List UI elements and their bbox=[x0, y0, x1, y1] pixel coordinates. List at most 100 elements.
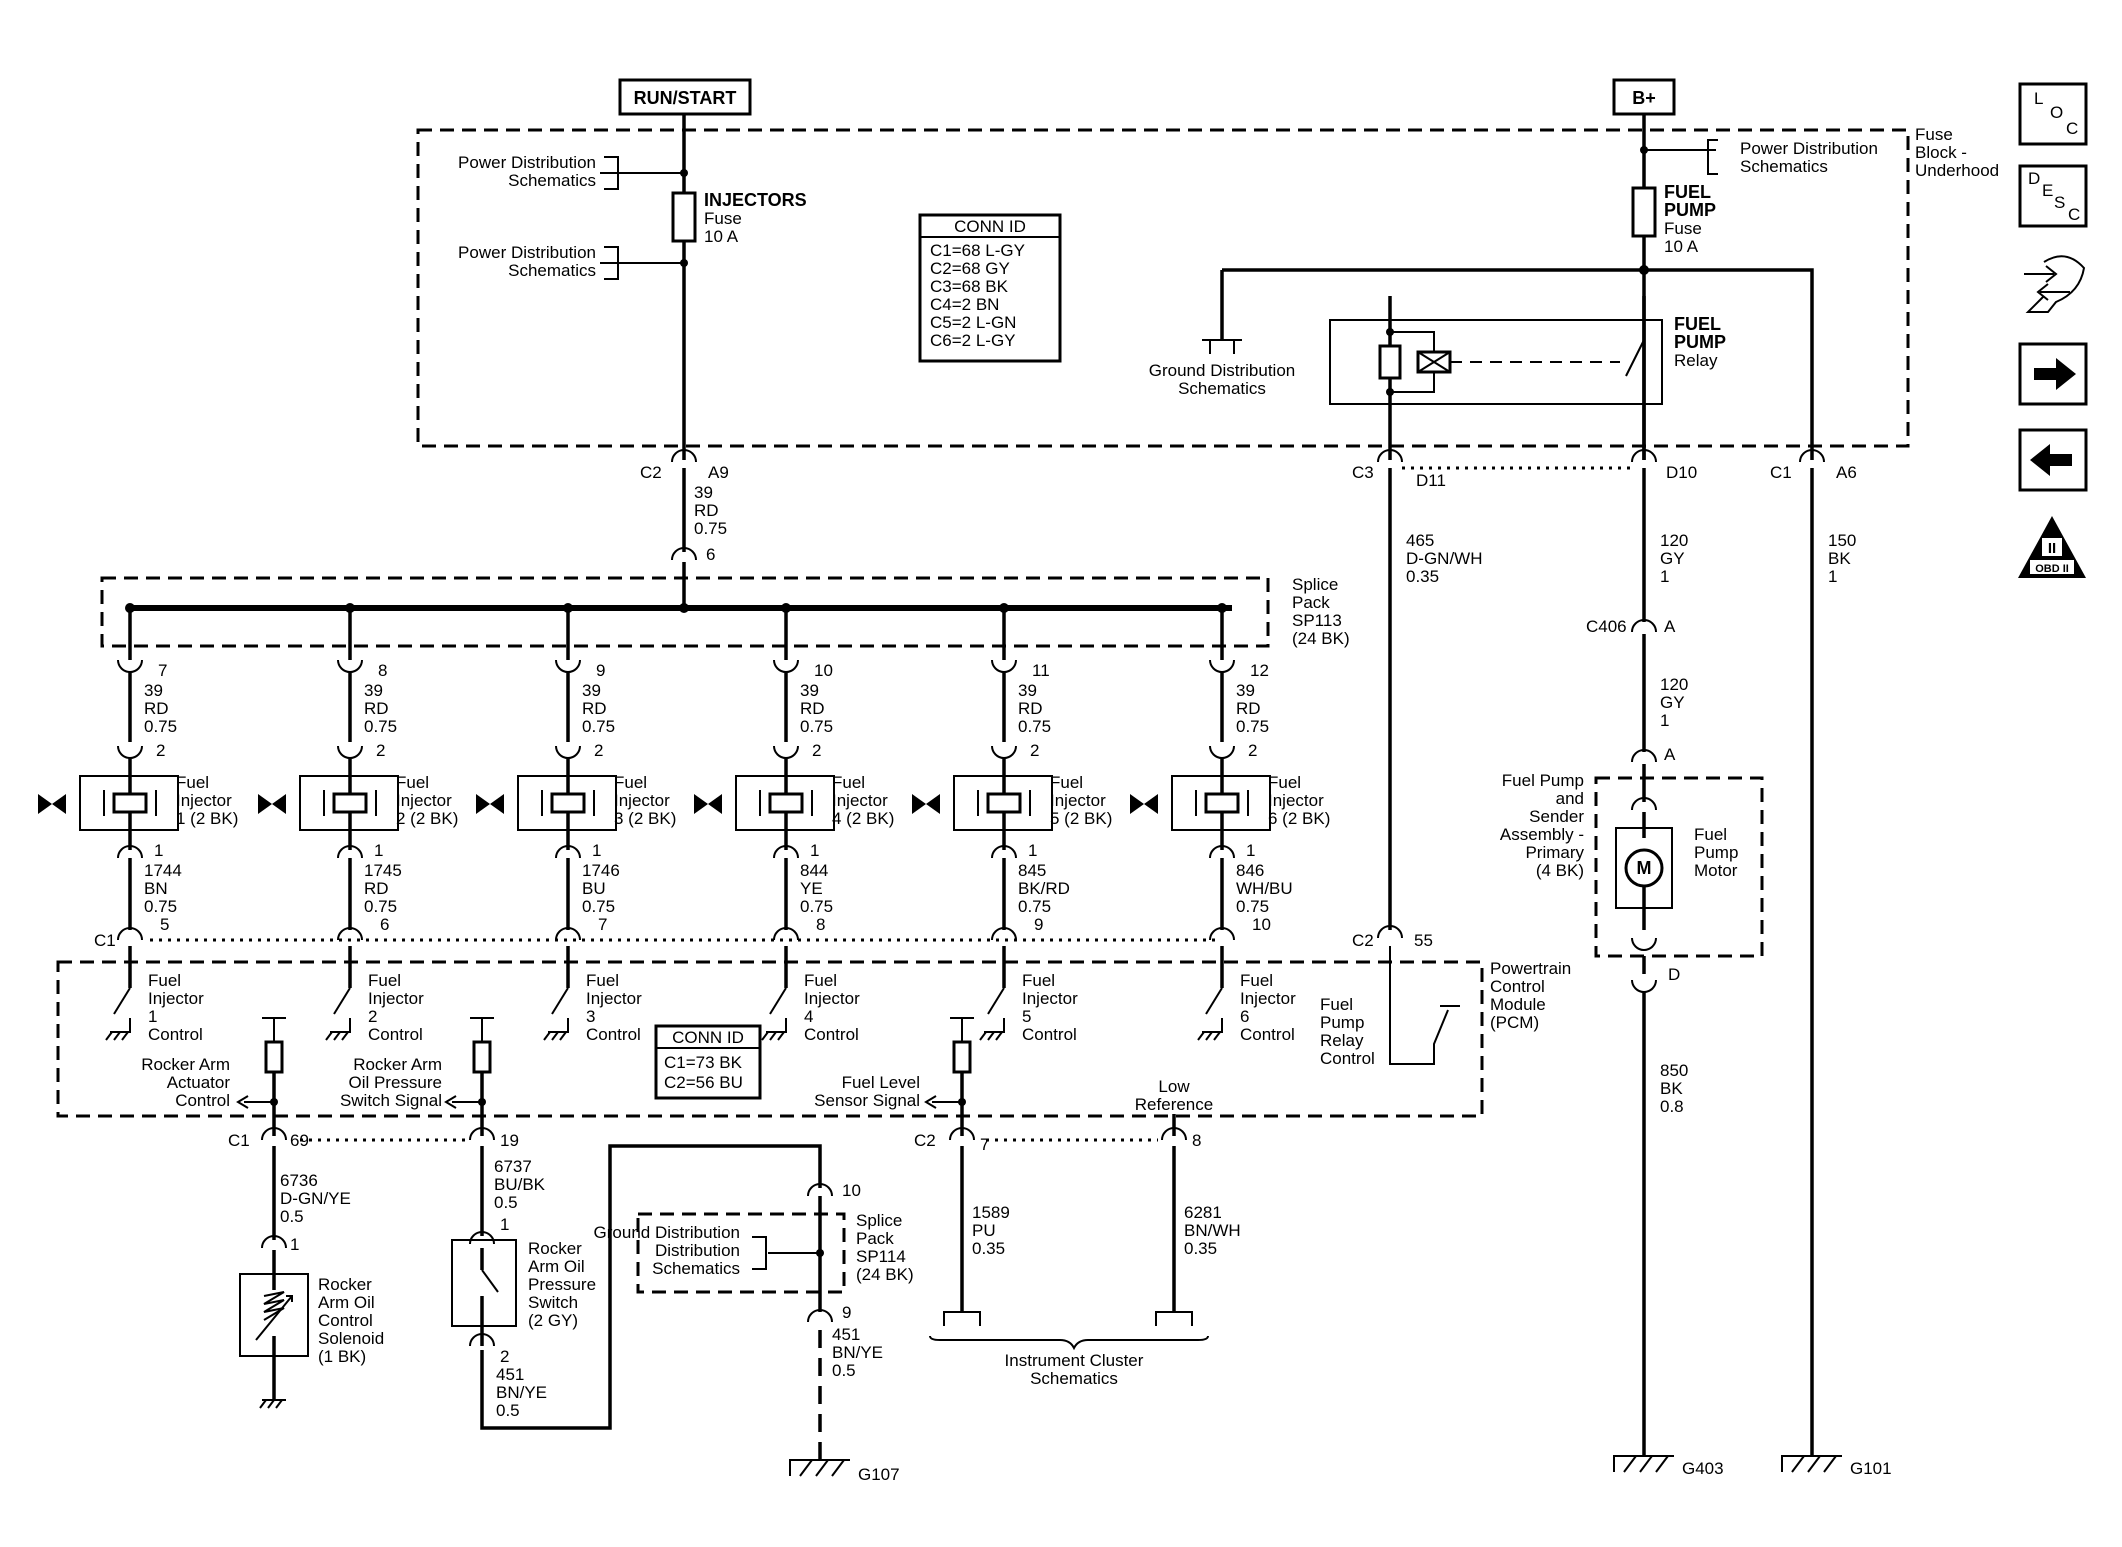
svg-text:BK: BK bbox=[1660, 1079, 1683, 1098]
svg-text:Rocker: Rocker bbox=[318, 1275, 372, 1294]
c406-label: C406 bbox=[1586, 617, 1627, 636]
svg-text:E: E bbox=[2042, 181, 2053, 200]
fuel-pump-fuse-label: FUEL PUMP Fuse 10 A bbox=[1664, 182, 1716, 256]
power-dist-ref-2[interactable]: Power Distribution Schematics bbox=[458, 243, 596, 280]
svg-text:BN: BN bbox=[144, 879, 168, 898]
svg-text:0.75: 0.75 bbox=[1236, 897, 1269, 916]
fuel-level-circuit bbox=[924, 1017, 974, 1136]
obd-ii-icon[interactable]: II OBD II bbox=[2018, 516, 2086, 578]
svg-text:PUMP: PUMP bbox=[1674, 332, 1726, 352]
fuel-injector-2 bbox=[258, 758, 399, 850]
svg-text:5: 5 bbox=[1022, 1007, 1031, 1026]
svg-text:8: 8 bbox=[816, 915, 825, 934]
svg-text:CONN ID: CONN ID bbox=[672, 1028, 744, 1047]
fuel-injector-5 bbox=[912, 758, 1053, 850]
wire-6737-label: 6737 BU/BK 0.5 bbox=[494, 1157, 546, 1212]
svg-text:0.75: 0.75 bbox=[364, 717, 397, 736]
previous-page-icon[interactable] bbox=[2018, 428, 2088, 492]
source-run-start: RUN/START bbox=[618, 78, 752, 116]
ground-dist-ref-2[interactable]: Ground Distribution Ground Distribution … bbox=[594, 1223, 740, 1278]
wire-150-label: 150 BK 1 bbox=[1828, 531, 1856, 586]
loc-icon[interactable]: L O C bbox=[2018, 82, 2088, 146]
svg-text:Sender: Sender bbox=[1529, 807, 1584, 826]
svg-text:0.35: 0.35 bbox=[972, 1239, 1005, 1258]
svg-text:Powertrain: Powertrain bbox=[1490, 959, 1571, 978]
motor-m-glyph: M bbox=[1637, 858, 1652, 878]
svg-text:150: 150 bbox=[1828, 531, 1856, 550]
svg-text:Fuel: Fuel bbox=[804, 971, 837, 990]
fuse-block-label: Fuse Block - Underhood bbox=[1915, 125, 1999, 180]
svg-text:7: 7 bbox=[980, 1135, 989, 1154]
svg-text:C2=68 GY: C2=68 GY bbox=[930, 259, 1010, 278]
svg-text:RD: RD bbox=[364, 699, 389, 718]
svg-text:Instrument Cluster: Instrument Cluster bbox=[1005, 1351, 1144, 1370]
svg-text:Rocker: Rocker bbox=[528, 1239, 582, 1258]
svg-text:RD: RD bbox=[1018, 699, 1043, 718]
wire-6736-label: 6736 D-GN/YE 0.5 bbox=[280, 1171, 351, 1226]
svg-text:C1=73 BK: C1=73 BK bbox=[664, 1053, 743, 1072]
desc-icon[interactable]: D E S C bbox=[2018, 164, 2088, 228]
svg-text:120: 120 bbox=[1660, 531, 1688, 550]
svg-text:0.75: 0.75 bbox=[800, 897, 833, 916]
svg-text:C1: C1 bbox=[1770, 463, 1792, 482]
power-dist-ref-1[interactable]: Power Distribution Schematics bbox=[458, 153, 596, 190]
svg-text:YE: YE bbox=[800, 879, 823, 898]
svg-text:451: 451 bbox=[832, 1325, 860, 1344]
svg-text:Motor: Motor bbox=[1694, 861, 1738, 880]
svg-text:Injector: Injector bbox=[586, 989, 642, 1008]
conn-id-table-pcm: CONN ID C1=73 BK C2=56 BU bbox=[654, 1024, 762, 1100]
svg-text:19: 19 bbox=[500, 1131, 519, 1150]
svg-text:INJECTORS: INJECTORS bbox=[704, 190, 807, 210]
svg-text:II: II bbox=[2048, 540, 2056, 557]
svg-text:4: 4 bbox=[804, 1007, 813, 1026]
svg-text:CONN ID: CONN ID bbox=[954, 217, 1026, 236]
instrument-cluster-ref[interactable]: Instrument Cluster Schematics bbox=[1005, 1351, 1144, 1388]
svg-text:Control: Control bbox=[1490, 977, 1545, 996]
fuel-pump-relay bbox=[1329, 296, 1663, 460]
svg-text:Fuel: Fuel bbox=[1240, 971, 1273, 990]
svg-text:C1=68 L-GY: C1=68 L-GY bbox=[930, 241, 1025, 260]
svg-text:Fuel: Fuel bbox=[614, 773, 647, 792]
svg-text:Control: Control bbox=[1240, 1025, 1295, 1044]
svg-text:Fuel: Fuel bbox=[148, 971, 181, 990]
wire-39-feed-label: 39 RD 0.75 bbox=[694, 483, 727, 538]
svg-text:2: 2 bbox=[812, 741, 821, 760]
svg-text:5: 5 bbox=[160, 915, 169, 934]
svg-text:39: 39 bbox=[582, 681, 601, 700]
svg-text:1: 1 bbox=[1660, 711, 1669, 730]
svg-text:Injector: Injector bbox=[1022, 989, 1078, 1008]
svg-text:2: 2 bbox=[594, 741, 603, 760]
svg-text:Arm Oil: Arm Oil bbox=[318, 1293, 375, 1312]
svg-text:Power Distribution: Power Distribution bbox=[458, 243, 596, 262]
svg-text:1: 1 bbox=[1660, 567, 1669, 586]
svg-text:Fuse: Fuse bbox=[1915, 125, 1953, 144]
splice-sp113-label: Splice Pack SP113 (24 BK) bbox=[1292, 575, 1350, 648]
svg-text:0.5: 0.5 bbox=[494, 1193, 518, 1212]
svg-text:0.75: 0.75 bbox=[1236, 717, 1269, 736]
svg-text:PUMP: PUMP bbox=[1664, 200, 1716, 220]
svg-text:2 (2 BK): 2 (2 BK) bbox=[396, 809, 458, 828]
power-dist-ref-3[interactable]: Power Distribution Schematics bbox=[1740, 139, 1878, 176]
svg-text:Pump: Pump bbox=[1320, 1013, 1364, 1032]
ground-dist-ref-1[interactable]: Ground Distribution Schematics bbox=[1149, 361, 1295, 398]
svg-text:0.8: 0.8 bbox=[1660, 1097, 1684, 1116]
svg-text:Rocker Arm: Rocker Arm bbox=[353, 1055, 442, 1074]
svg-text:6: 6 bbox=[706, 545, 715, 564]
svg-text:Module: Module bbox=[1490, 995, 1546, 1014]
svg-text:9: 9 bbox=[1034, 915, 1043, 934]
wire-120-a-label: 120 GY 1 bbox=[1660, 531, 1688, 586]
svg-text:and: and bbox=[1556, 789, 1584, 808]
svg-text:Splice: Splice bbox=[1292, 575, 1338, 594]
svg-text:Fuel: Fuel bbox=[1694, 825, 1727, 844]
svg-text:39: 39 bbox=[800, 681, 819, 700]
svg-text:Schematics: Schematics bbox=[1740, 157, 1828, 176]
svg-text:Control: Control bbox=[1320, 1049, 1375, 1068]
connector-views-icon[interactable] bbox=[2024, 255, 2086, 313]
svg-text:2: 2 bbox=[156, 741, 165, 760]
svg-text:Injector: Injector bbox=[148, 989, 204, 1008]
svg-text:3 (2 BK): 3 (2 BK) bbox=[614, 809, 676, 828]
next-page-icon[interactable] bbox=[2018, 342, 2088, 406]
